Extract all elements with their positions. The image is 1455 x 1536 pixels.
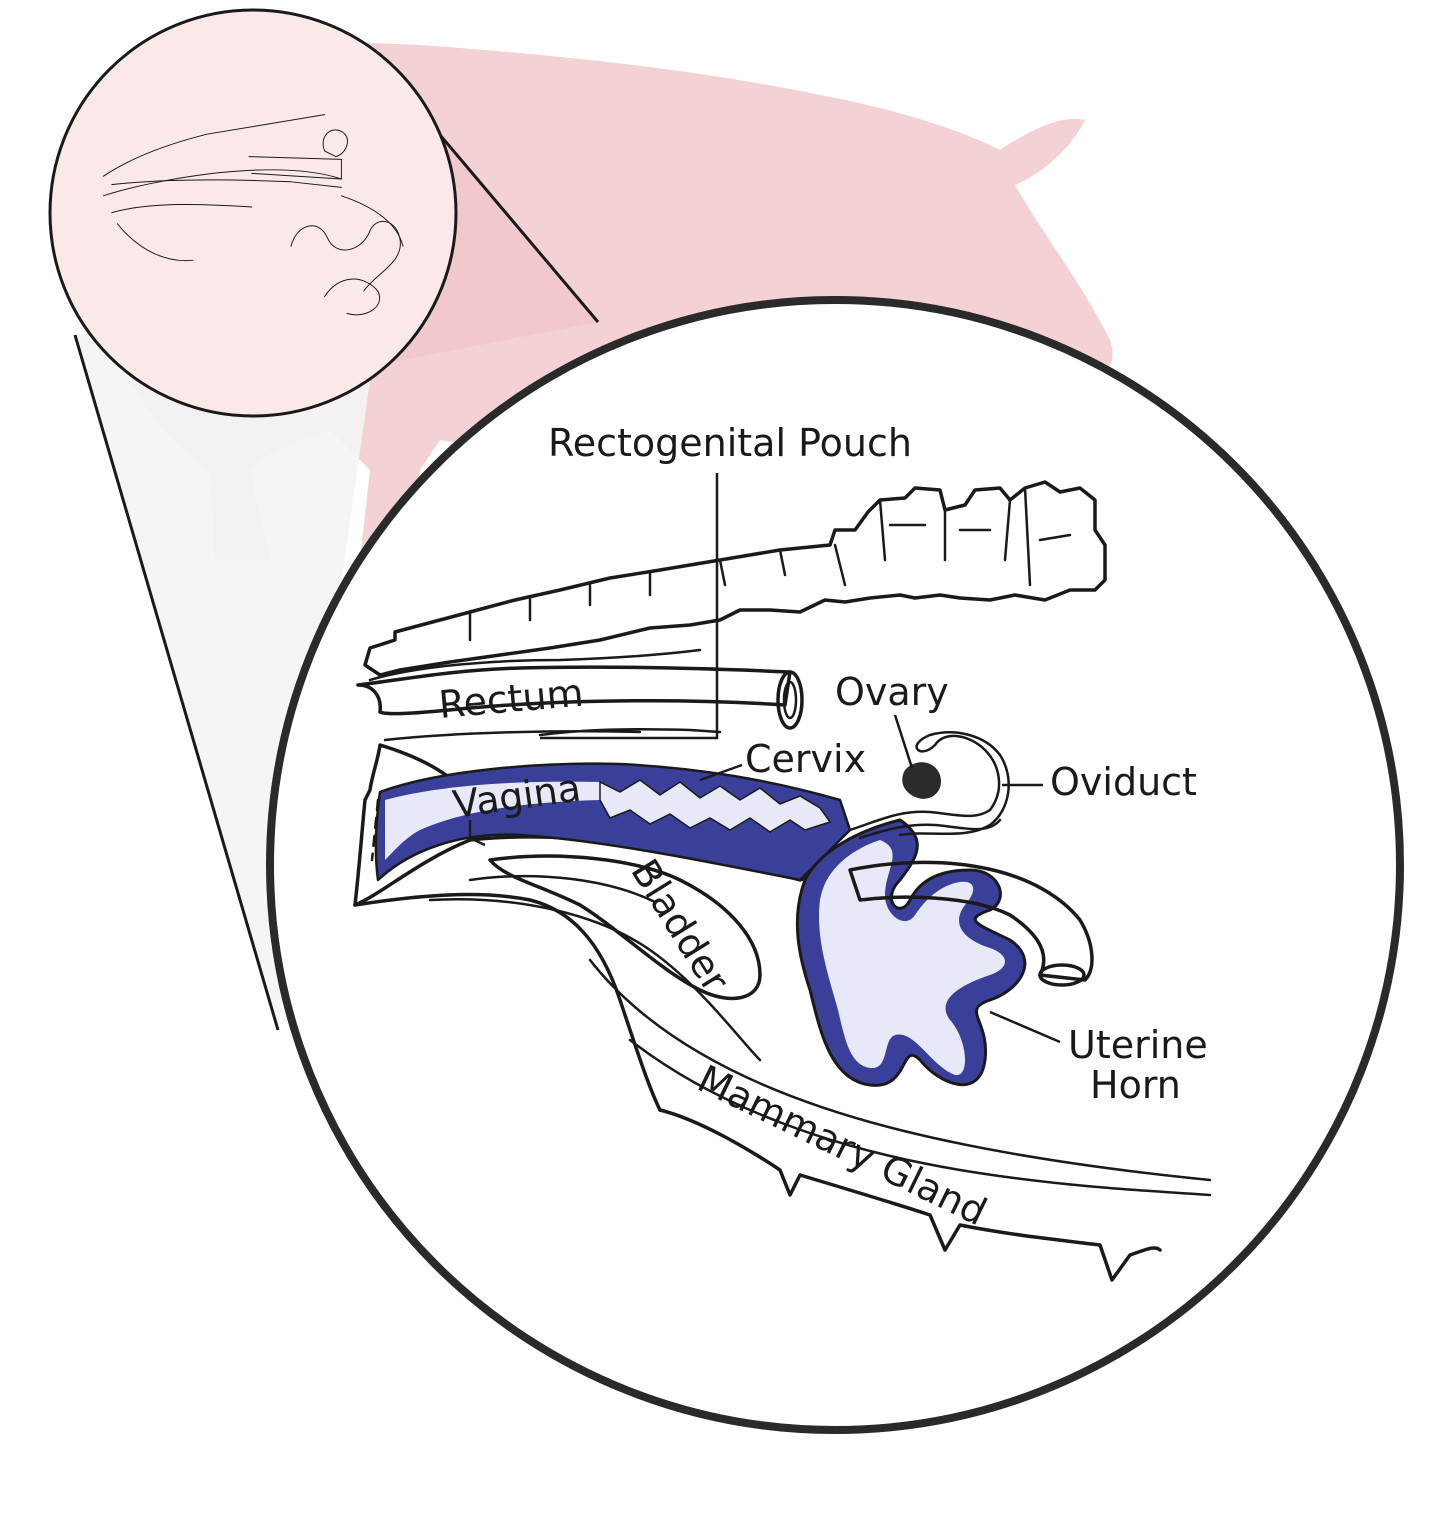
bladder xyxy=(488,854,762,1001)
inset-circle-disc xyxy=(48,8,458,418)
uterine-horn-right xyxy=(848,860,1094,982)
rectogenital-pouch xyxy=(538,727,722,737)
leader-vagina xyxy=(468,820,486,847)
inset-tract-thumbnail xyxy=(102,114,404,316)
label-cervix: Cervix xyxy=(745,737,866,781)
inset-circle xyxy=(48,8,458,418)
leader-rectogenital-pouch xyxy=(540,473,719,740)
label-rectogenital-pouch: Rectogenital Pouch xyxy=(548,421,912,465)
sacral-vertebrae xyxy=(363,480,1107,677)
label-ovary: Ovary xyxy=(835,670,949,714)
ventral-body-wall xyxy=(353,892,662,1112)
label-uterine-horn-line1: Uterine xyxy=(1068,1023,1208,1067)
label-uterine-horn-line2: Horn xyxy=(1090,1063,1181,1107)
leader-uterine-horn xyxy=(989,1010,1061,1044)
cone-edge-lower xyxy=(73,334,280,1031)
label-oviduct: Oviduct xyxy=(1050,760,1197,804)
leader-ovary xyxy=(893,714,914,769)
ovary xyxy=(902,762,941,799)
uterine-horn-end xyxy=(1038,963,1086,987)
leader-lines xyxy=(468,473,1061,1044)
rectum xyxy=(356,665,792,716)
anatomy-drawing xyxy=(353,480,1212,1282)
leader-cervix xyxy=(699,763,743,782)
vagina-lining xyxy=(385,781,600,860)
rectum-opening xyxy=(776,670,804,730)
oviduct xyxy=(848,731,1010,837)
mammary-gland xyxy=(658,1108,1162,1282)
cone-fill xyxy=(75,310,380,1030)
cervix-folds xyxy=(599,779,832,833)
